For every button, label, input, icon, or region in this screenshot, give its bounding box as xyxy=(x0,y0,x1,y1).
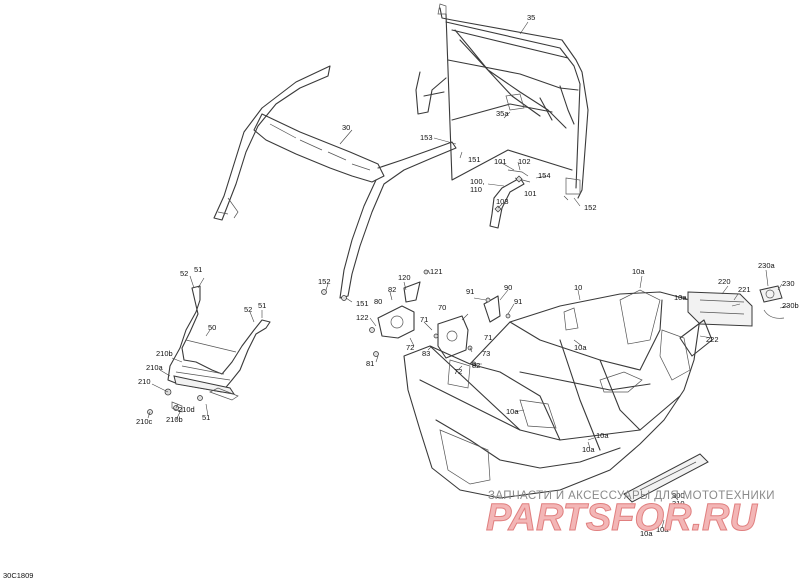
callout-100-110: 100, 110 xyxy=(470,177,487,194)
callout-300: 300 xyxy=(672,491,685,500)
callout-210: 210 xyxy=(138,377,151,386)
callout-151-b: 151 xyxy=(356,299,369,308)
callout-102: 102 xyxy=(518,157,531,166)
callout-10a-1: 10a xyxy=(632,267,645,276)
callout-110: 110 xyxy=(470,185,482,194)
callout-152: 152 xyxy=(584,203,597,212)
callout-10a-7: 10a xyxy=(640,529,653,538)
callout-221: 221 xyxy=(738,285,751,294)
callout-210a: 210a xyxy=(146,363,164,372)
callout-70: 70 xyxy=(438,303,446,312)
callout-50: 50 xyxy=(208,323,216,332)
front-bumper-part-50 xyxy=(167,285,271,401)
callout-210b: 210b xyxy=(156,349,173,358)
callout-30: 30 xyxy=(342,123,350,132)
callout-210c: 210c xyxy=(136,417,153,426)
callout-51-b: 51 xyxy=(258,301,266,310)
watermark-logo: PARTSFOR.RU xyxy=(486,497,758,539)
callout-10a-4: 10a xyxy=(506,407,519,416)
callout-10a-2: 10a xyxy=(674,293,687,302)
leader-lines xyxy=(147,21,789,529)
callout-83: 83 xyxy=(422,349,430,358)
callout-154: 154 xyxy=(538,171,551,180)
callout-91: 91 xyxy=(466,287,474,296)
callout-52-b: 52 xyxy=(244,305,252,314)
watermark-subtitle: ЗАПЧАСТИ И АКСЕССУАРЫ ДЛЯ МОТОТЕХНИКИ xyxy=(488,490,775,502)
callout-122: 122 xyxy=(356,313,369,322)
callout-10: 10 xyxy=(574,283,582,292)
callout-230b: 230b xyxy=(782,301,799,310)
callout-103: 103 xyxy=(496,197,509,206)
callout-101: 101 xyxy=(494,157,507,166)
callout-100: 100, xyxy=(470,177,485,186)
callout-labels: 35 35a 30 153 151 101 102 100, 110 154 1… xyxy=(136,13,799,538)
callout-121: 121 xyxy=(430,267,443,276)
callout-51: 51 xyxy=(194,265,202,274)
rear-cover-part-220 xyxy=(679,291,753,357)
callout-101-b: 101 xyxy=(524,189,537,198)
rear-cage-part-35 xyxy=(415,3,589,199)
fasteners-group-210 xyxy=(147,388,203,415)
callout-120: 120 xyxy=(398,273,411,282)
callout-222: 222 xyxy=(706,335,719,344)
main-frame-part-10 xyxy=(403,289,701,499)
lamp-part-230 xyxy=(759,285,785,319)
callout-72-b: 72 xyxy=(454,367,462,376)
callout-10a-6: 10a xyxy=(582,445,595,454)
callout-230a: 230a xyxy=(758,261,776,270)
callout-152-b: 152 xyxy=(318,277,331,286)
callout-151: 151 xyxy=(468,155,481,164)
callout-230: 230 xyxy=(782,279,795,288)
callout-35: 35 xyxy=(527,13,535,22)
callout-72: 72 xyxy=(406,343,414,352)
callout-82: 82 xyxy=(388,285,396,294)
callout-10a-5: 10a xyxy=(596,431,609,440)
callout-220: 220 xyxy=(718,277,731,286)
callout-10a-8: 10a xyxy=(656,525,669,534)
dash-brackets-parts-70-80-90-120 xyxy=(321,269,511,367)
callout-81: 81 xyxy=(366,359,374,368)
callout-52: 52 xyxy=(180,269,188,278)
callout-10a-3: 10a xyxy=(574,343,587,352)
callout-90: 90 xyxy=(504,283,512,292)
callout-71: 71 xyxy=(420,315,428,324)
diagram-code: 30C1809 xyxy=(3,571,33,580)
callout-73: 73 xyxy=(482,349,490,358)
callout-80: 80 xyxy=(374,297,382,306)
front-cage-part-30 xyxy=(213,65,457,299)
brace-bar-parts-100-110 xyxy=(489,169,531,229)
callout-153: 153 xyxy=(420,133,433,142)
callout-82-b: 82 xyxy=(472,361,480,370)
callout-35a: 35a xyxy=(496,109,509,118)
skid-guard-part-300 xyxy=(623,453,709,503)
callout-51-c: 51 xyxy=(202,413,210,422)
callout-210b-2: 210b xyxy=(166,415,183,424)
callout-210d: 210d xyxy=(178,405,195,414)
callout-91-b: 91 xyxy=(514,297,522,306)
watermark: ЗАПЧАСТИ И АКСЕССУАРЫ ДЛЯ МОТОТЕХНИКИ PA… xyxy=(486,490,775,540)
callout-71-b: 71 xyxy=(484,333,492,342)
callout-310: 310 xyxy=(672,499,685,508)
